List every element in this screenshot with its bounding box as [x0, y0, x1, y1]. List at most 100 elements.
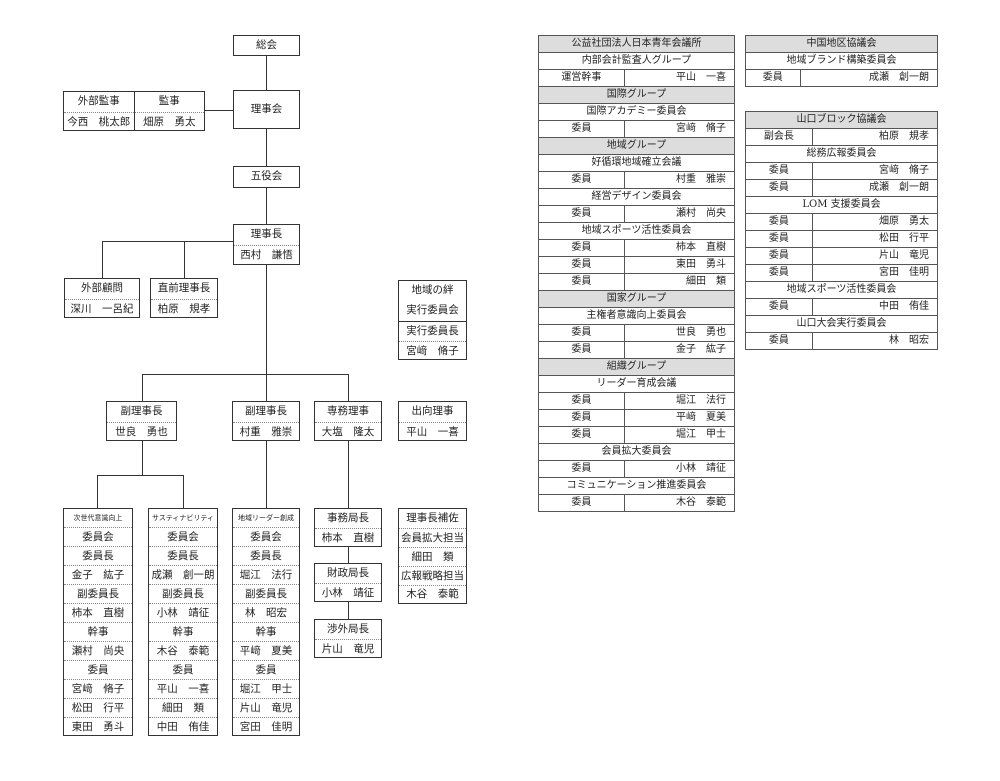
shogai-name: 片山 竜児 [315, 639, 381, 658]
member-name: 畑原 勇太 [811, 213, 939, 231]
table-row: 経営デザイン委員会 [538, 188, 735, 206]
table-row: 委員畑原 勇太 [745, 213, 939, 231]
fuku2-title: 副理事長 [245, 405, 287, 417]
jimukyoku-title: 事務局長 [327, 512, 369, 524]
hosa-cell: 細田 類 [399, 547, 466, 566]
table-row: 地域スポーツ活性委員会 [538, 222, 735, 240]
member-role: 委員 [538, 494, 625, 512]
table-title: 山口ブロック協議会 [745, 111, 938, 129]
table-row: コミュニケーション推進委員会 [538, 477, 735, 495]
member-name: 堀江 甲士 [623, 426, 736, 444]
committee-header: 内部会計監査人グループ [538, 52, 735, 70]
committee-header: 地域ブランド構築委員会 [745, 52, 938, 70]
column-cell: 副委員長 [233, 584, 299, 603]
member-name: 宮﨑 脩子 [811, 162, 939, 180]
kizuna-title1: 地域の絆 [411, 284, 454, 296]
member-role: 委員 [745, 213, 813, 231]
column-cell: 副委員長 [149, 584, 217, 603]
hosa-cell: 木谷 泰範 [399, 585, 466, 603]
kanji-box: 外部監事 今西 桃太郎 監事 畑原 勇太 [63, 91, 205, 131]
group-header: 組織グループ [538, 358, 735, 376]
kizuna-title2: 実行委員会 [406, 304, 459, 316]
group-header: 国際グループ [538, 86, 735, 104]
column-cell: 委員 [149, 660, 217, 679]
table-row: 委員東田 勇斗 [538, 256, 736, 274]
table-row: 国家グループ [538, 290, 735, 308]
member-name: 松田 行平 [811, 230, 939, 248]
column-cell: 中田 侑佳 [149, 717, 217, 736]
table-row: リーダー育成会議 [538, 375, 735, 393]
chugoku-table: 中国地区協議会地域ブランド構築委員会委員成瀬 創一朗 [745, 35, 939, 87]
fuku1-name: 世良 勇也 [107, 422, 176, 442]
table-row: 委員中田 侑佳 [745, 298, 939, 316]
member-role: 委員 [745, 332, 813, 350]
member-name: 東田 勇斗 [623, 256, 736, 274]
column-cell: 東田 勇斗 [64, 717, 132, 736]
table-row: 山口ブロック協議会 [745, 111, 938, 129]
table-row: 委員片山 竜児 [745, 247, 939, 265]
member-role: 運営幹事 [538, 69, 625, 87]
member-role: 委員 [745, 264, 813, 282]
kanji-title: 監事 [158, 95, 180, 107]
column-cell: 金子 紘子 [64, 565, 132, 584]
member-name: 瀬村 尚央 [623, 205, 736, 223]
member-name: 柏原 規孝 [811, 128, 939, 146]
table-row: 委員成瀬 創一朗 [745, 69, 939, 87]
table-row: 委員松田 行平 [745, 230, 939, 248]
hosa-box: 理事長補佐 会員拡大担当 細田 類 広報戦略担当 木谷 泰範 [398, 508, 467, 604]
member-role: 委員 [745, 230, 813, 248]
column-cell: 幹事 [233, 622, 299, 641]
table-row: 委員宮田 佳明 [745, 264, 939, 282]
member-role: 委員 [745, 179, 813, 197]
jc-table: 公益社団法人日本青年会議所内部会計監査人グループ運営幹事平山 一喜国際グループ国… [538, 35, 736, 512]
column-cell: 地域リーダー創成 [238, 514, 294, 522]
member-role: 委員 [745, 162, 813, 180]
table-row: 委員木谷 泰範 [538, 494, 736, 512]
member-role: 委員 [538, 324, 625, 342]
member-role: 委員 [745, 247, 813, 265]
column-cell: 細田 類 [149, 698, 217, 717]
committee-header: 主権者意識向上委員会 [538, 307, 735, 325]
gaibu-kanji-name: 今西 桃太郎 [64, 112, 134, 132]
member-name: 宮﨑 脩子 [623, 120, 736, 138]
column-cell: 成瀬 創一朗 [149, 565, 217, 584]
member-name: 平山 一喜 [623, 69, 736, 87]
table-row: 委員林 昭宏 [745, 332, 939, 350]
member-role: 委員 [538, 426, 625, 444]
column-cell: 幹事 [64, 622, 132, 641]
column-cell: 委員会 [64, 527, 132, 546]
hosa-cell: 理事長補佐 [406, 512, 459, 524]
gaibu-komon-title: 外部顧問 [81, 282, 123, 294]
member-name: 柿本 直樹 [623, 239, 736, 257]
column-cell: 副委員長 [64, 584, 132, 603]
rijicho-name: 西村 謙悟 [234, 245, 299, 265]
committee-header: 山口大会実行委員会 [745, 315, 938, 333]
member-name: 木谷 泰範 [623, 494, 736, 512]
column-cell: 幹事 [149, 622, 217, 641]
table-row: 内部会計監査人グループ [538, 52, 735, 70]
gaibu-komon-name: 深川 一呂紀 [65, 299, 139, 319]
column-cell: 瀬村 尚央 [64, 641, 132, 660]
member-name: 村重 雅崇 [623, 171, 736, 189]
table-row: 地域スポーツ活性委員会 [745, 281, 938, 299]
senmu-box: 専務理事 大塩 隆太 [314, 401, 382, 441]
member-role: 委員 [538, 120, 625, 138]
kizuna-role: 実行委員長 [399, 321, 466, 341]
table-row: 委員宮﨑 脩子 [538, 120, 736, 138]
table-row: 委員瀬村 尚央 [538, 205, 736, 223]
member-name: 中田 侑佳 [811, 298, 939, 316]
table-row: 地域グループ [538, 137, 735, 155]
table-row: 国際グループ [538, 86, 735, 104]
committee-header: 経営デザイン委員会 [538, 188, 735, 206]
soukai-box: 総会 [233, 35, 300, 56]
rijikai-box: 理事会 [233, 90, 300, 129]
member-name: 成瀬 創一朗 [811, 179, 939, 197]
table-title: 中国地区協議会 [745, 35, 938, 53]
zaisei-box: 財政局長 小林 靖征 [314, 563, 382, 602]
member-role: 委員 [538, 392, 625, 410]
goyakukai-label: 五役会 [250, 170, 283, 182]
column-cell: 片山 竜児 [233, 698, 299, 717]
table-row: 中国地区協議会 [745, 35, 938, 53]
member-role: 委員 [538, 256, 625, 274]
